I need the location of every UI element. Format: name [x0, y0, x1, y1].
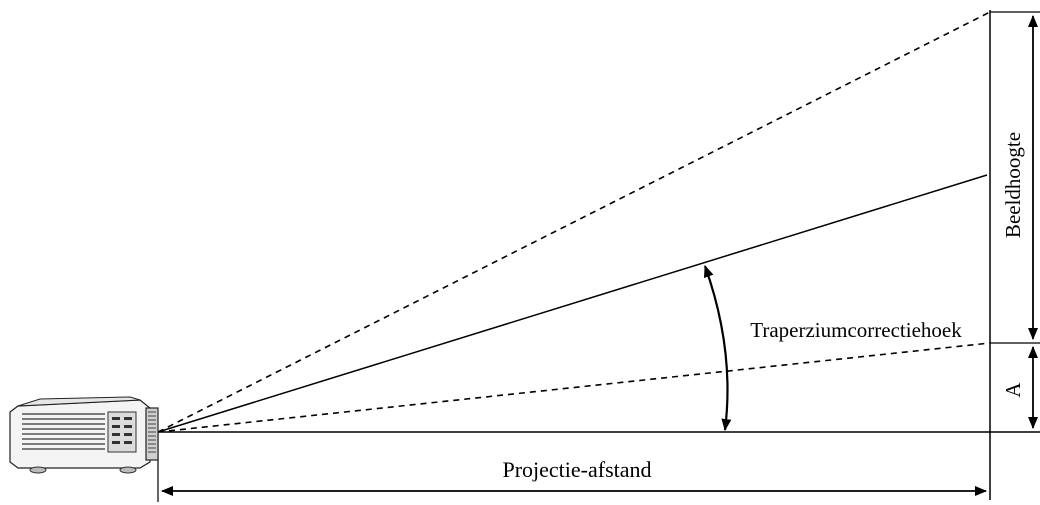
lower-dashed-ray	[157, 342, 991, 433]
projection-distance-label: Projectie-afstand	[502, 457, 651, 482]
projector-icon	[9, 396, 159, 474]
keystone-angle-arrow	[703, 265, 732, 431]
offset-label: A	[1001, 382, 1025, 398]
keystone-angle-label: Traperziumcorrectiehoek	[750, 318, 962, 342]
image-height-label: Beeldhoogte	[1001, 132, 1025, 238]
upper-dashed-ray	[157, 11, 991, 433]
center-ray	[157, 174, 988, 433]
